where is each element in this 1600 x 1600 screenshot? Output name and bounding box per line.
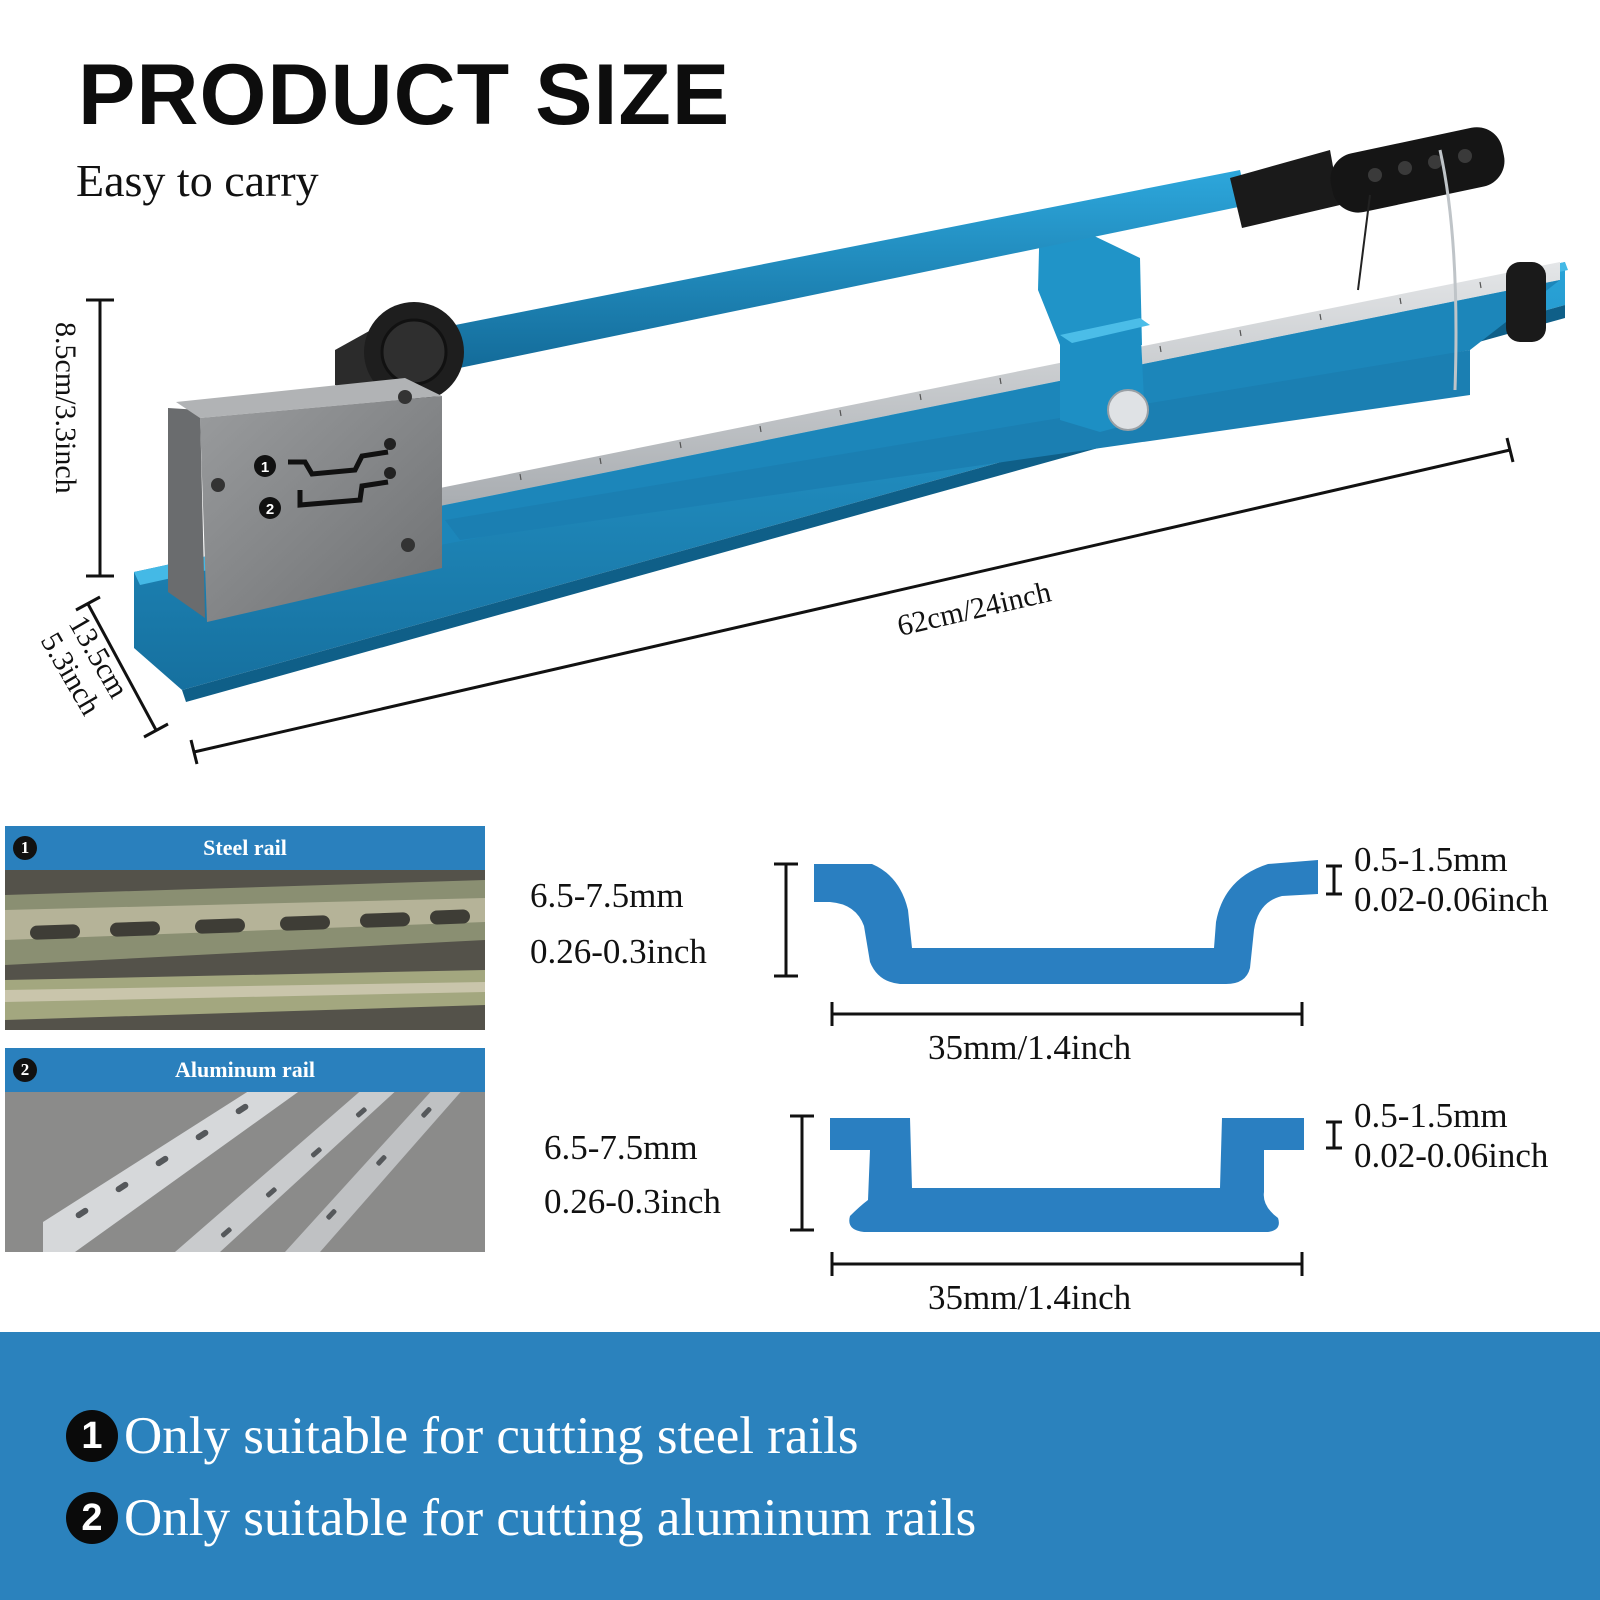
- profile2-width: 35mm/1.4inch: [928, 1278, 1132, 1317]
- profile-dimension-lines: [774, 862, 1342, 1276]
- profile1-height-mm: 6.5-7.5mm: [530, 876, 684, 915]
- steel-rail-photo: [5, 870, 485, 1030]
- aluminum-rail-number: 2: [13, 1058, 37, 1082]
- profile2-height-mm: 6.5-7.5mm: [544, 1128, 698, 1167]
- aluminum-rail-label: Aluminum rail: [175, 1057, 315, 1082]
- profile1-thickness-mm: 0.5-1.5mm: [1354, 840, 1508, 879]
- steel-rail-label: Steel rail: [203, 835, 287, 860]
- tool-lever: [430, 127, 1546, 391]
- profile2-thickness-inch: 0.02-0.06inch: [1354, 1136, 1549, 1175]
- svg-text:2: 2: [266, 501, 274, 518]
- ruler-ticks: [519, 281, 1482, 481]
- steel-rail-header: 1 Steel rail: [5, 826, 485, 870]
- tool-stop-block: [1060, 318, 1150, 432]
- profile1-shape: [814, 860, 1318, 984]
- svg-text:1: 1: [261, 459, 269, 476]
- height-dimension-label: 8.5cm/3.3inch: [49, 322, 82, 494]
- aluminum-rail-panel: 2 Aluminum rail: [5, 1048, 485, 1252]
- tool-illustration: 1 2 8.5cm/3.3inch 62cm/24inch 13.5cm 5.3…: [34, 127, 1568, 765]
- tool-ruler: [440, 262, 1560, 545]
- profile1-thickness-inch: 0.02-0.06inch: [1354, 880, 1549, 919]
- profile2-height-inch: 0.26-0.3inch: [544, 1182, 721, 1221]
- aluminum-rail-photo: [5, 1087, 485, 1252]
- rail-profiles: [774, 860, 1342, 1276]
- note-aluminum-number: 2: [66, 1492, 118, 1544]
- note-aluminum-text: Only suitable for cutting aluminum rails: [124, 1489, 977, 1547]
- profile2-shape: [830, 1118, 1304, 1232]
- page-title: PRODUCT SIZE: [78, 47, 731, 143]
- page-subtitle: Easy to carry: [76, 155, 319, 206]
- tool-pivot: [335, 302, 464, 402]
- tool-bracket: [1038, 210, 1142, 345]
- dimension-lines: [75, 298, 1515, 765]
- profile1-height-inch: 0.26-0.3inch: [530, 932, 707, 971]
- steel-rail-number: 1: [13, 836, 37, 860]
- profile1-width: 35mm/1.4inch: [928, 1028, 1132, 1067]
- note-steel-text: Only suitable for cutting steel rails: [124, 1407, 859, 1465]
- steel-rail-panel: 1 Steel rail: [5, 826, 485, 1030]
- note-steel-number: 1: [66, 1410, 118, 1462]
- profile2-thickness-mm: 0.5-1.5mm: [1354, 1096, 1508, 1135]
- aluminum-rail-header: 2 Aluminum rail: [5, 1048, 485, 1092]
- tool-cutting-head: 1 2: [168, 378, 442, 622]
